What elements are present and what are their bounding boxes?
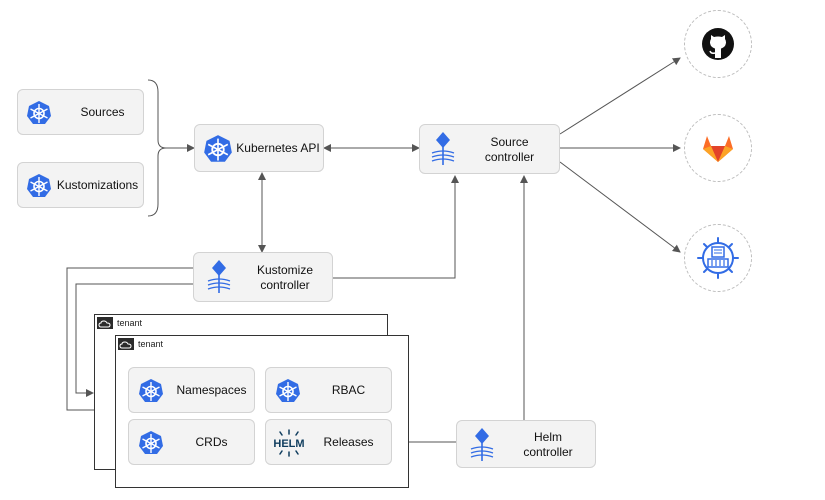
kustomizations-node: Kustomizations: [17, 162, 144, 208]
flux-icon: [431, 132, 455, 165]
kustomize-controller-label-line1: Kustomize: [256, 263, 314, 277]
gitlab-icon: [703, 136, 733, 162]
crds-label: CRDs: [195, 435, 228, 449]
svg-text:HELM: HELM: [273, 438, 304, 450]
kubernetes-icon: [27, 101, 51, 124]
helm-controller-node: Helm controller: [456, 420, 596, 468]
sources-bracket: [147, 79, 167, 217]
helm-icon: HELM: [273, 429, 305, 457]
kubernetes-icon: [139, 379, 163, 402]
github-provider: [684, 10, 752, 78]
namespaces-node: Namespaces: [128, 367, 255, 413]
kubernetes-api-label: Kubernetes API: [236, 141, 320, 155]
source-controller-label-line2: controller: [484, 150, 535, 164]
kubernetes-icon: [139, 431, 163, 454]
kustomize-controller-node: Kustomize controller: [193, 252, 333, 302]
gitlab-provider: [684, 114, 752, 182]
source-controller-label-line1: Source: [490, 135, 529, 149]
kubernetes-icon: [27, 174, 51, 197]
sources-node: Sources: [17, 89, 144, 135]
cloud-icon: [97, 317, 113, 329]
rbac-label: RBAC: [331, 383, 366, 397]
source-controller-node: Source controller: [419, 124, 560, 174]
tenant-label: tenant: [138, 339, 164, 349]
github-icon: [702, 28, 734, 60]
kubernetes-icon: [276, 379, 300, 402]
arrow-source-github: [559, 57, 681, 135]
arrow-kustomize-source: [333, 175, 459, 279]
helm-controller-label-line2: controller: [523, 445, 573, 459]
rbac-node: RBAC: [265, 367, 392, 413]
kubernetes-api-node: Kubernetes API: [194, 124, 324, 172]
kustomize-controller-label-line2: controller: [260, 278, 310, 292]
cloud-icon: [118, 338, 134, 350]
tenant-label: tenant: [117, 318, 143, 328]
arrow-source-registry: [559, 161, 681, 253]
releases-node: HELM Releases: [265, 419, 392, 465]
crds-node: CRDs: [128, 419, 255, 465]
registry-icon: [697, 237, 739, 279]
arrow-kustomize-tenant-back: [66, 267, 193, 414]
registry-provider: [684, 224, 752, 292]
kustomizations-label: Kustomizations: [56, 178, 139, 192]
namespaces-label: Namespaces: [176, 383, 247, 397]
arrow-kustomize-tenant-front: [75, 283, 193, 397]
releases-label: Releases: [323, 435, 374, 449]
flux-icon: [207, 260, 231, 293]
helm-controller-label-line1: Helm: [533, 430, 562, 444]
kubernetes-icon: [204, 135, 232, 162]
sources-label: Sources: [80, 105, 125, 119]
flux-icon: [470, 428, 494, 461]
